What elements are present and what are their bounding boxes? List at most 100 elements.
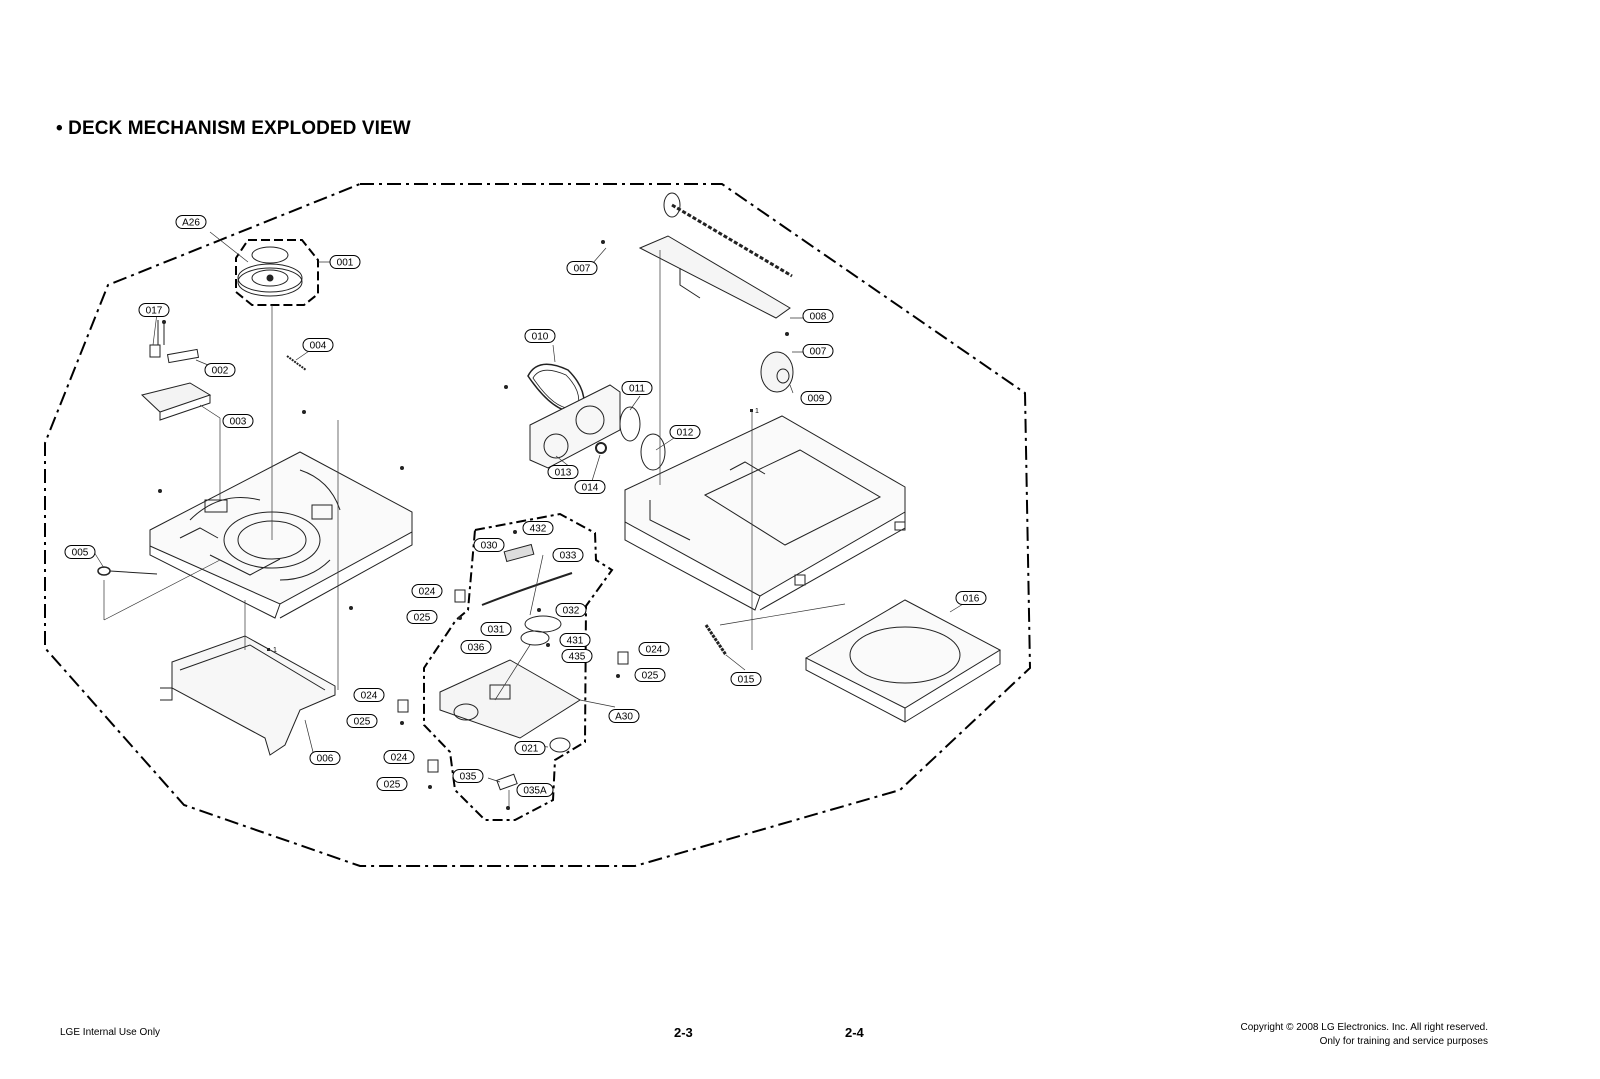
callout-text: 009 bbox=[808, 394, 825, 405]
callout-text: 017 bbox=[146, 306, 163, 317]
callout-text: 007 bbox=[810, 347, 827, 358]
callout-text: 004 bbox=[310, 341, 327, 352]
callout-text: 001 bbox=[337, 258, 354, 269]
guide-rail-008 bbox=[638, 192, 793, 319]
callout-001: 001 bbox=[329, 255, 361, 269]
callout-text: 003 bbox=[230, 417, 247, 428]
callout-030: 030 bbox=[473, 538, 505, 552]
callout-004: 004 bbox=[302, 338, 334, 352]
reference-marks: 1 1 bbox=[267, 408, 759, 654]
callout-text: 013 bbox=[555, 468, 572, 479]
tray-016 bbox=[804, 599, 1002, 723]
callout-text: 016 bbox=[963, 594, 980, 605]
callout-text: 021 bbox=[522, 744, 539, 755]
callout-labels: A260010170020040030050060070070080090100… bbox=[64, 215, 987, 797]
callout-024b: 024 bbox=[638, 642, 670, 656]
tray-frame bbox=[624, 415, 906, 611]
callout-017: 017 bbox=[138, 303, 170, 317]
callout-036: 036 bbox=[460, 640, 492, 654]
callout-024c: 024 bbox=[353, 688, 385, 702]
callout-009: 009 bbox=[800, 391, 832, 405]
callout-032: 032 bbox=[555, 603, 587, 617]
callout-text: A30 bbox=[615, 712, 633, 723]
callout-text: 032 bbox=[563, 606, 580, 617]
belt-010 bbox=[527, 363, 585, 413]
callout-text: 025 bbox=[354, 717, 371, 728]
callout-435: 435 bbox=[561, 649, 593, 663]
callout-007a: 007 bbox=[566, 261, 598, 275]
callout-text: A26 bbox=[182, 218, 200, 229]
callout-025c: 025 bbox=[346, 714, 378, 728]
callout-text: 005 bbox=[72, 548, 89, 559]
page-number-right: 2-4 bbox=[845, 1025, 864, 1040]
callout-031: 031 bbox=[480, 622, 512, 636]
svg-text:1: 1 bbox=[755, 408, 759, 415]
callout-text: 024 bbox=[646, 645, 663, 656]
callout-005: 005 bbox=[64, 545, 96, 559]
callout-003: 003 bbox=[222, 414, 254, 428]
callout-002: 002 bbox=[204, 363, 236, 377]
callout-012: 012 bbox=[669, 425, 701, 439]
gear-assembly bbox=[529, 384, 666, 471]
callout-021: 021 bbox=[514, 741, 546, 755]
bracket-006 bbox=[160, 635, 336, 756]
callout-text: 006 bbox=[317, 754, 334, 765]
spindle-group-boundary bbox=[235, 239, 319, 306]
callout-432: 432 bbox=[522, 521, 554, 535]
outer-boundary bbox=[44, 183, 1032, 867]
roller-009 bbox=[760, 351, 794, 393]
copyright-notice: Copyright © 2008 LG Electronics. Inc. Al… bbox=[1241, 1021, 1488, 1049]
callout-text: 012 bbox=[677, 428, 694, 439]
callout-text: 025 bbox=[414, 613, 431, 624]
callout-431: 431 bbox=[559, 633, 591, 647]
callout-text: 002 bbox=[212, 366, 229, 377]
loading-parts bbox=[140, 320, 212, 421]
callout-text: 033 bbox=[560, 551, 577, 562]
screws bbox=[158, 240, 789, 810]
svg-text:1: 1 bbox=[273, 647, 277, 654]
callout-text: 024 bbox=[361, 691, 378, 702]
callout-text: 014 bbox=[582, 483, 599, 494]
callout-text: 025 bbox=[384, 780, 401, 791]
footer-internal-use: LGE Internal Use Only bbox=[60, 1027, 161, 1038]
page-number-left: 2-3 bbox=[674, 1025, 693, 1040]
callout-013: 013 bbox=[547, 465, 579, 479]
callout-a30: A30 bbox=[608, 709, 640, 723]
callout-006: 006 bbox=[309, 751, 341, 765]
callout-024a: 024 bbox=[411, 584, 443, 598]
callout-text: 030 bbox=[481, 541, 498, 552]
callout-text: 007 bbox=[574, 264, 591, 275]
callout-035a: 035A bbox=[516, 783, 554, 797]
pickup-group-boundary bbox=[423, 512, 614, 821]
callout-text: 008 bbox=[810, 312, 827, 323]
callout-a26: A26 bbox=[175, 215, 207, 229]
callout-text: 024 bbox=[419, 587, 436, 598]
page-title: • DECK MECHANISM EXPLODED VIEW bbox=[56, 118, 411, 139]
callout-025b: 025 bbox=[634, 668, 666, 682]
callout-text: 035A bbox=[523, 786, 547, 797]
callout-016: 016 bbox=[955, 591, 987, 605]
callout-text: 431 bbox=[567, 636, 584, 647]
callout-025d: 025 bbox=[376, 777, 408, 791]
copyright-line-2: Only for training and service purposes bbox=[1319, 1036, 1488, 1047]
springs bbox=[97, 355, 307, 576]
callout-015: 015 bbox=[730, 672, 762, 686]
pickup-parts bbox=[397, 543, 629, 791]
callout-033: 033 bbox=[552, 548, 584, 562]
callout-text: 432 bbox=[530, 524, 547, 535]
callout-text: 031 bbox=[488, 625, 505, 636]
callout-text: 036 bbox=[468, 643, 485, 654]
main-chassis bbox=[149, 451, 413, 619]
callout-035: 035 bbox=[452, 769, 484, 783]
callout-007b: 007 bbox=[802, 344, 834, 358]
callout-008: 008 bbox=[802, 309, 834, 323]
callout-011: 011 bbox=[621, 381, 653, 395]
callout-text: 024 bbox=[391, 753, 408, 764]
callout-025a: 025 bbox=[406, 610, 438, 624]
callout-text: 015 bbox=[738, 675, 755, 686]
rod-015 bbox=[704, 624, 728, 656]
callout-text: 025 bbox=[642, 671, 659, 682]
callout-014: 014 bbox=[574, 480, 606, 494]
spindle-motor-001 bbox=[237, 246, 303, 297]
